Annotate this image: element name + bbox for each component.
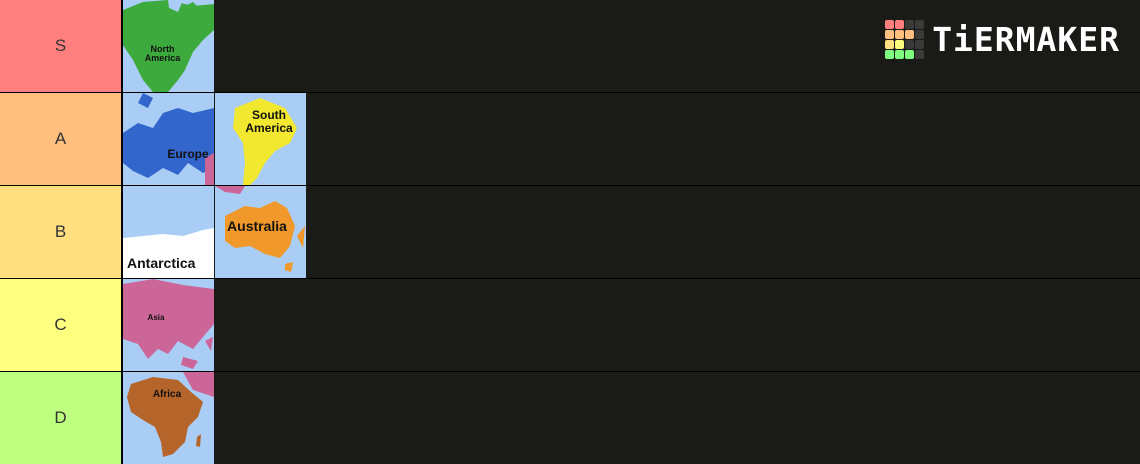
item-africa[interactable]: Africa bbox=[123, 372, 214, 464]
item-label: South America bbox=[245, 108, 293, 135]
item-antarctica[interactable]: Antarctica bbox=[123, 186, 214, 278]
australia-map-icon bbox=[215, 186, 306, 278]
tier-items[interactable]: North America bbox=[123, 0, 1140, 92]
tier-label[interactable]: B bbox=[0, 186, 123, 278]
logo-grid-cell bbox=[885, 20, 895, 29]
item-australia[interactable]: Australia bbox=[215, 186, 306, 278]
tier-items[interactable]: Antarctica Australia bbox=[123, 186, 1140, 278]
logo-grid-cell bbox=[905, 50, 915, 59]
asia-map-icon bbox=[123, 279, 214, 371]
tier-label[interactable]: C bbox=[0, 279, 123, 371]
logo-grid-cell bbox=[915, 40, 925, 49]
tiermaker-logo[interactable]: TiERMAKER bbox=[885, 20, 1120, 59]
logo-grid-cell bbox=[885, 40, 895, 49]
tier-items[interactable]: Africa bbox=[123, 372, 1140, 464]
south-america-map-icon bbox=[215, 93, 306, 185]
item-label: Antarctica bbox=[127, 255, 196, 271]
logo-grid-cell bbox=[905, 20, 915, 29]
logo-grid-cell bbox=[915, 20, 925, 29]
logo-grid-icon bbox=[885, 20, 925, 59]
north-america-map-icon bbox=[123, 0, 214, 92]
tier-row-a: A Europe South America bbox=[0, 93, 1140, 185]
tier-row-b: B Antarctica Australia bbox=[0, 186, 1140, 278]
logo-grid-cell bbox=[915, 30, 925, 39]
logo-grid-cell bbox=[905, 40, 915, 49]
tier-label[interactable]: S bbox=[0, 0, 123, 92]
logo-grid-cell bbox=[895, 30, 905, 39]
antarctica-map-icon bbox=[123, 186, 214, 278]
logo-grid-cell bbox=[895, 20, 905, 29]
item-label: Australia bbox=[227, 218, 287, 234]
item-label: Europe bbox=[167, 147, 209, 161]
logo-grid-cell bbox=[915, 50, 925, 59]
tier-items[interactable]: Asia bbox=[123, 279, 1140, 371]
tier-row-d: D Africa bbox=[0, 372, 1140, 464]
logo-text: TiERMAKER bbox=[932, 20, 1120, 59]
logo-grid-cell bbox=[895, 50, 905, 59]
item-europe[interactable]: Europe bbox=[123, 93, 214, 185]
europe-map-icon bbox=[123, 93, 214, 185]
item-south-america[interactable]: South America bbox=[215, 93, 306, 185]
tier-row-s: S North America bbox=[0, 0, 1140, 92]
item-label: Africa bbox=[152, 389, 182, 400]
tier-items[interactable]: Europe South America bbox=[123, 93, 1140, 185]
logo-grid-cell bbox=[885, 30, 895, 39]
item-label: North America bbox=[144, 44, 181, 64]
tier-row-c: C Asia bbox=[0, 279, 1140, 371]
logo-grid-cell bbox=[905, 30, 915, 39]
item-asia[interactable]: Asia bbox=[123, 279, 214, 371]
item-label: Asia bbox=[147, 313, 165, 322]
logo-grid-cell bbox=[885, 50, 895, 59]
tier-label[interactable]: D bbox=[0, 372, 123, 464]
tier-label[interactable]: A bbox=[0, 93, 123, 185]
logo-grid-cell bbox=[895, 40, 905, 49]
item-north-america[interactable]: North America bbox=[123, 0, 214, 92]
africa-map-icon bbox=[123, 372, 214, 464]
